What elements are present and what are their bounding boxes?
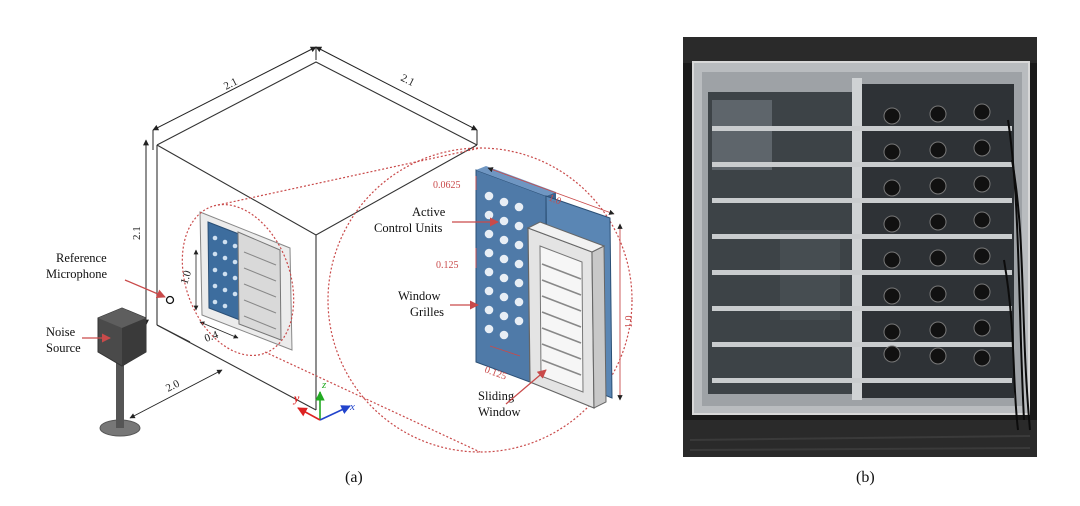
caption-a: (a) [345,469,363,486]
source-distance-line [129,369,223,419]
label-active-2: Control Units [374,221,443,235]
panel-b-photo: (b) [683,37,1037,486]
label-grilles-1: Window [398,289,441,303]
label-reference-1: Reference [56,251,107,265]
axis-z-label: z [321,379,327,391]
label-active-1: Active [412,205,446,219]
top-dimensions [143,46,478,326]
sliding-window-slats [541,263,582,376]
box-window [199,211,293,351]
label-sliding-1: Sliding [478,389,515,403]
caption-b: (b) [856,469,875,486]
dim-zoom-gap-top: 0.0625 [433,180,461,191]
dim-window-width: 0.4 [203,329,220,345]
label-sliding-2: Window [478,405,521,419]
zoom-indicator [181,147,633,453]
axis-y-label: y [292,391,300,405]
dim-window-height: 1.0 [178,269,194,286]
photo-grille-bars [712,126,1012,383]
label-noise-1: Noise [46,325,76,339]
axes-triad [297,391,351,421]
dim-zoom-width: 1.0 [547,193,563,208]
sliding-leader [505,369,547,405]
zoom-dimensions [475,167,623,401]
dim-source-distance: 2.0 [164,378,182,395]
dim-box-top-right: 2.1 [399,72,417,89]
dim-zoom-pitch: 0.125 [436,260,459,271]
label-reference-2: Microphone [46,267,108,281]
label-grilles-2: Grilles [410,305,444,319]
photo-speaker-units [883,103,991,367]
microphone-leader [124,279,166,298]
noise-source-speaker [97,307,147,437]
small-window-dims [193,249,239,339]
label-noise-2: Source [46,341,81,355]
dim-box-top-left: 2.1 [222,76,240,93]
dim-zoom-height: 1.0 [624,316,635,329]
reference-microphone [165,295,175,305]
axis-x-label: x [349,401,355,413]
dim-box-height: 2.1 [131,226,143,240]
panel-a: 2.1 2.1 2.1 [46,46,635,486]
